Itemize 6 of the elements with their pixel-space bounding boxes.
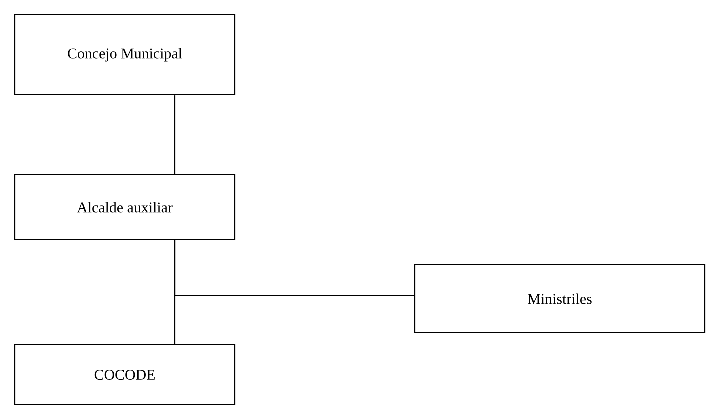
org-box: Ministriles	[414, 264, 706, 334]
org-box: Concejo Municipal	[14, 14, 236, 96]
org-box: Alcalde auxiliar	[14, 174, 236, 241]
connector-line	[174, 240, 176, 344]
org-box: COCODE	[14, 344, 236, 406]
connector-line	[174, 96, 176, 174]
